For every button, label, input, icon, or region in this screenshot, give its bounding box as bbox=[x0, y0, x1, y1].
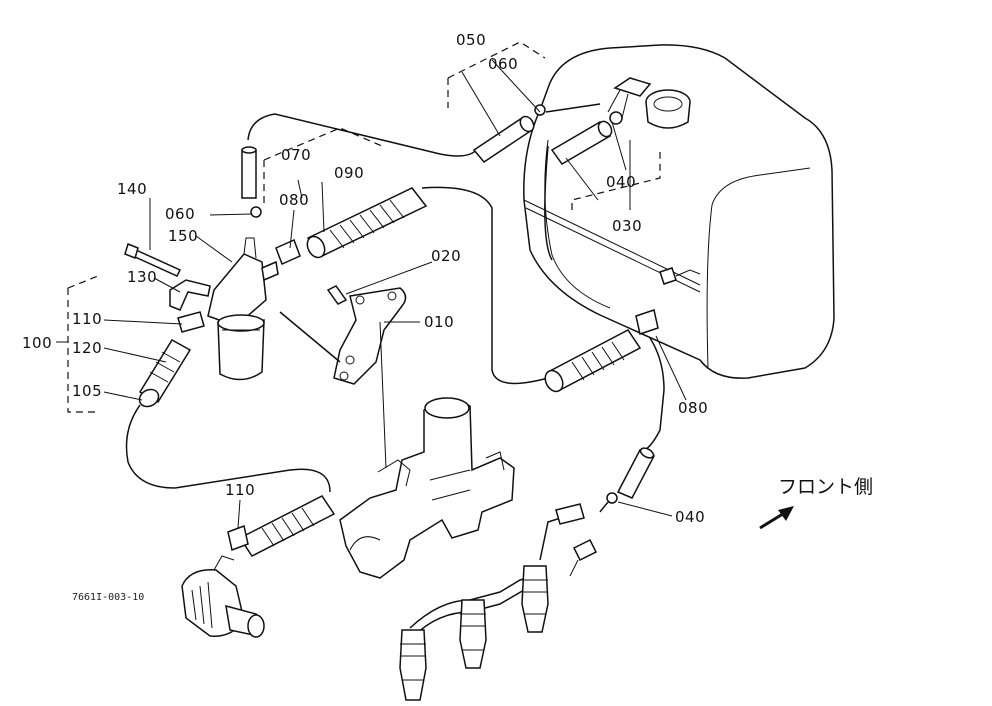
injector-3 bbox=[521, 565, 549, 633]
label-040: 040 bbox=[606, 173, 637, 191]
label-105: 105 bbox=[72, 382, 103, 400]
figure-code: 7661I-003-10 bbox=[72, 592, 145, 603]
fuel-tank bbox=[523, 44, 835, 379]
bracket bbox=[279, 285, 407, 385]
label-040: 040 bbox=[675, 508, 706, 526]
leader-lines bbox=[56, 59, 687, 529]
label-060: 060 bbox=[165, 205, 196, 223]
label-110: 110 bbox=[225, 481, 256, 499]
label-030: 030 bbox=[612, 217, 643, 235]
label-060: 060 bbox=[488, 55, 519, 73]
label-150: 150 bbox=[168, 227, 199, 245]
label-050: 050 bbox=[456, 31, 487, 49]
injector-2 bbox=[459, 599, 487, 669]
front-direction-arrow-icon bbox=[759, 506, 794, 530]
label-140: 140 bbox=[117, 180, 148, 198]
feed-pump bbox=[181, 555, 265, 638]
pipe-pieces bbox=[241, 115, 656, 525]
label-020: 020 bbox=[431, 247, 462, 265]
label-080: 080 bbox=[279, 191, 310, 209]
label-120: 120 bbox=[72, 339, 103, 357]
label-130: 130 bbox=[127, 268, 158, 286]
engine-block bbox=[339, 397, 515, 579]
corrugated-hoses bbox=[138, 187, 642, 557]
injectors bbox=[399, 538, 598, 701]
label-010: 010 bbox=[424, 313, 455, 331]
hose-clamps bbox=[227, 104, 659, 552]
fuel-lines bbox=[125, 103, 665, 561]
label-110: 110 bbox=[72, 310, 103, 328]
label-100: 100 bbox=[22, 334, 53, 352]
label-080: 080 bbox=[678, 399, 709, 417]
group-brackets bbox=[67, 41, 661, 413]
label-090: 090 bbox=[334, 164, 365, 182]
injector-1 bbox=[399, 629, 427, 701]
front-side-label: フロント側 bbox=[778, 476, 874, 498]
fuel-filter bbox=[124, 237, 279, 381]
label-070: 070 bbox=[281, 146, 312, 164]
